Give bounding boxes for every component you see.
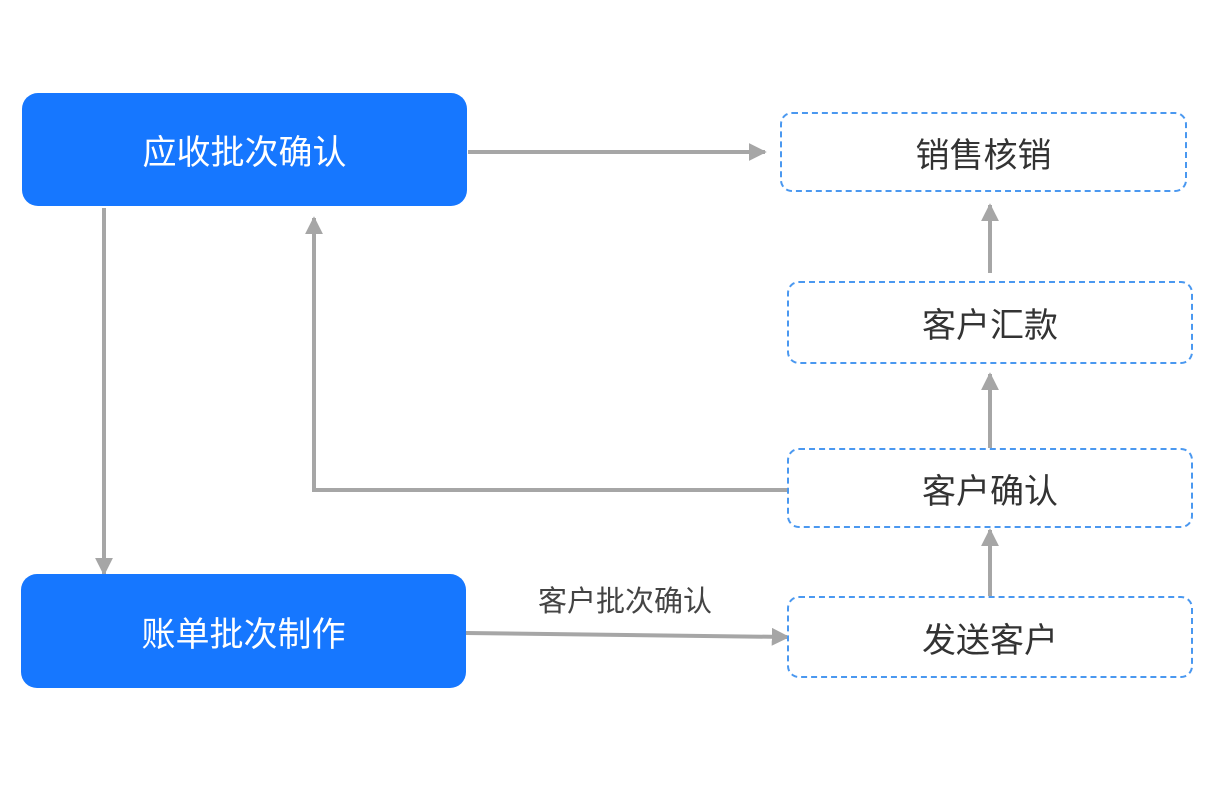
node-receivable-batch-confirm: 应收批次确认: [22, 93, 467, 206]
arrow-bill-to-send: [465, 627, 790, 646]
node-bill-batch-create: 账单批次制作: [21, 574, 466, 688]
node-customer-confirm: 客户确认: [787, 448, 1193, 528]
node-send-customer: 发送客户: [787, 596, 1193, 678]
edge-label-customer-batch-confirm: 客户批次确认: [538, 584, 713, 618]
arrow-confirm-to-receivable: [305, 216, 788, 492]
node-sales-writeoff: 销售核销: [780, 112, 1187, 192]
node-customer-remittance: 客户汇款: [787, 281, 1193, 364]
